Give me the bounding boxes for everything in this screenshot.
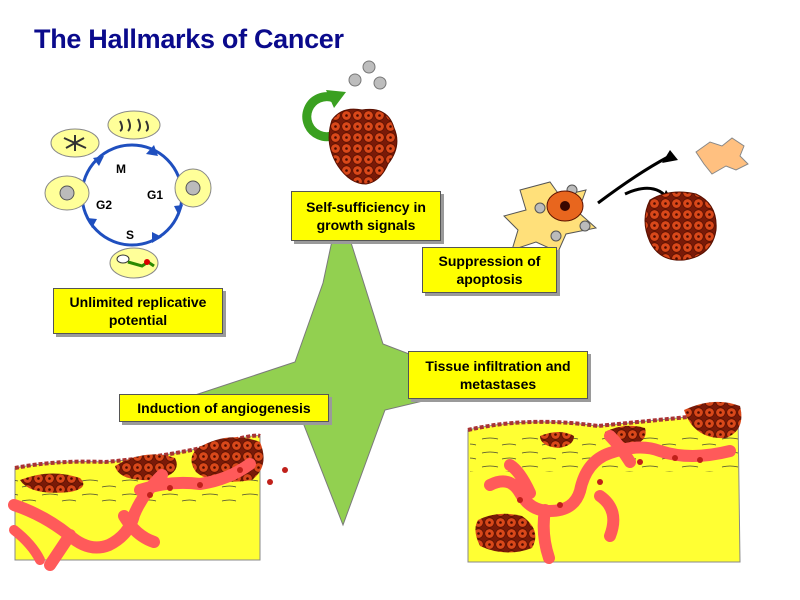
phase-label-m: M: [116, 162, 126, 176]
cell-cycle-diagram: [44, 110, 212, 279]
mitosis-cell-icon: [107, 110, 161, 140]
apoptotic-cell-icon: [695, 137, 749, 175]
label-induction-of-angiogenesis: Induction of angiogenesis: [119, 394, 329, 422]
cycle-arrow-icon: [152, 232, 162, 243]
label-unlimited-replicative-potential: Unlimited replicative potential: [53, 288, 223, 334]
cycle-arrow-icon: [174, 205, 183, 216]
blood-vessel: [484, 430, 736, 564]
cycle-arrow-icon: [146, 145, 158, 156]
label-self-sufficiency: Self-sufficiency in growth signals: [291, 191, 441, 241]
apoptosis-illustration: [503, 137, 749, 261]
mitosis-cell-icon: [50, 128, 100, 158]
label-tissue-infiltration-metastases: Tissue infiltration and metastases: [408, 351, 588, 399]
page-title: The Hallmarks of Cancer: [34, 24, 344, 54]
g1-cell-icon: [174, 168, 212, 208]
label-suppression-of-apoptosis: Suppression of apoptosis: [422, 247, 557, 293]
arrow-icon: [662, 150, 678, 163]
metastasis-tissue: [467, 401, 742, 564]
tumor-cluster-icon: [644, 191, 717, 261]
phase-label-g1: G1: [147, 188, 164, 202]
growth-signal-cluster: [302, 60, 398, 185]
cycle-arrow-icon: [87, 218, 97, 228]
phase-label-s: S: [126, 228, 135, 242]
cycle-arrow-icon: [93, 156, 104, 166]
phase-label-g2: G2: [96, 198, 113, 212]
blood-vessel: [8, 458, 256, 571]
s-phase-cell-icon: [109, 247, 159, 279]
g2-cell-icon: [44, 175, 90, 211]
angiogenesis-tissue: [8, 433, 288, 571]
